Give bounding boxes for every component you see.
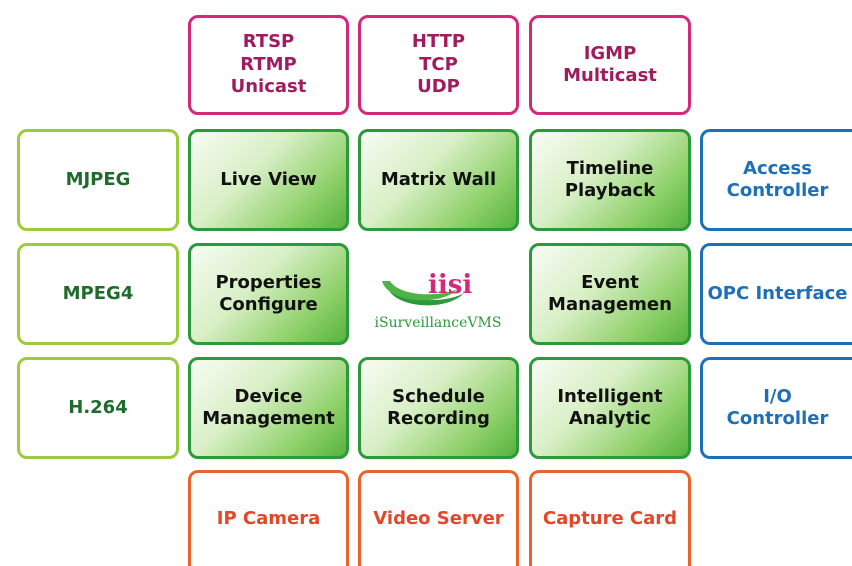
codec-label: H.264 xyxy=(68,396,128,418)
core-box-matrix-wall: Matrix Wall xyxy=(358,129,519,231)
core-box-timeline-playback: Timeline Playback xyxy=(529,129,691,231)
device-label: Capture Card xyxy=(542,508,678,530)
interface-label: I/O Controller xyxy=(726,385,829,430)
core-label: Timeline Playback xyxy=(564,157,656,202)
core-box-schedule-recording: Schedule Recording xyxy=(358,357,519,459)
codec-label: MPEG4 xyxy=(62,282,134,304)
protocol-label: IGMP Multicast xyxy=(563,42,657,87)
codec-box-mjpeg: MJPEG xyxy=(17,129,179,231)
codec-box-h264: H.264 xyxy=(17,357,179,459)
device-label: Video Server xyxy=(373,508,504,530)
codec-box-mpeg4: MPEG4 xyxy=(17,243,179,345)
device-box-video-server: Video Server xyxy=(358,470,519,566)
core-label: Schedule Recording xyxy=(387,385,490,430)
core-label: Event Managemen xyxy=(548,271,672,316)
interface-box-access-controller: Access Controller xyxy=(700,129,852,231)
device-box-ip-camera: IP Camera xyxy=(188,470,349,566)
protocol-label: RTSP RTMP Unicast xyxy=(230,31,307,98)
protocol-label: HTTP TCP UDP xyxy=(411,31,466,98)
core-label: Live View xyxy=(220,168,317,190)
interface-label: Access Controller xyxy=(726,157,829,202)
core-label: Intelligent Analytic xyxy=(557,385,663,430)
core-box-properties-configure: Properties Configure xyxy=(188,243,349,345)
interface-label: OPC Interface xyxy=(707,282,848,304)
core-box-intelligent-analytic: Intelligent Analytic xyxy=(529,357,691,459)
protocol-box-rtsp: RTSP RTMP Unicast xyxy=(188,15,349,115)
device-box-capture-card: Capture Card xyxy=(529,470,691,566)
protocol-box-igmp: IGMP Multicast xyxy=(529,15,691,115)
core-label: Device Management xyxy=(202,385,335,430)
device-label: IP Camera xyxy=(216,508,321,530)
core-label: Properties Configure xyxy=(215,271,322,316)
protocol-box-http: HTTP TCP UDP xyxy=(358,15,519,115)
iisi-logo: iisi iSurveillanceVMS xyxy=(358,244,518,349)
logo-mark: iisi xyxy=(428,270,472,300)
core-box-event-management: Event Managemen xyxy=(529,243,691,345)
logo-caption: iSurveillanceVMS xyxy=(374,314,502,331)
iisi-logo-icon: iisi xyxy=(382,270,472,305)
core-label: Matrix Wall xyxy=(380,168,497,190)
codec-label: MJPEG xyxy=(65,168,131,190)
interface-box-opc: OPC Interface xyxy=(700,243,852,345)
core-box-device-management: Device Management xyxy=(188,357,349,459)
interface-box-io-controller: I/O Controller xyxy=(700,357,852,459)
core-box-live-view: Live View xyxy=(188,129,349,231)
